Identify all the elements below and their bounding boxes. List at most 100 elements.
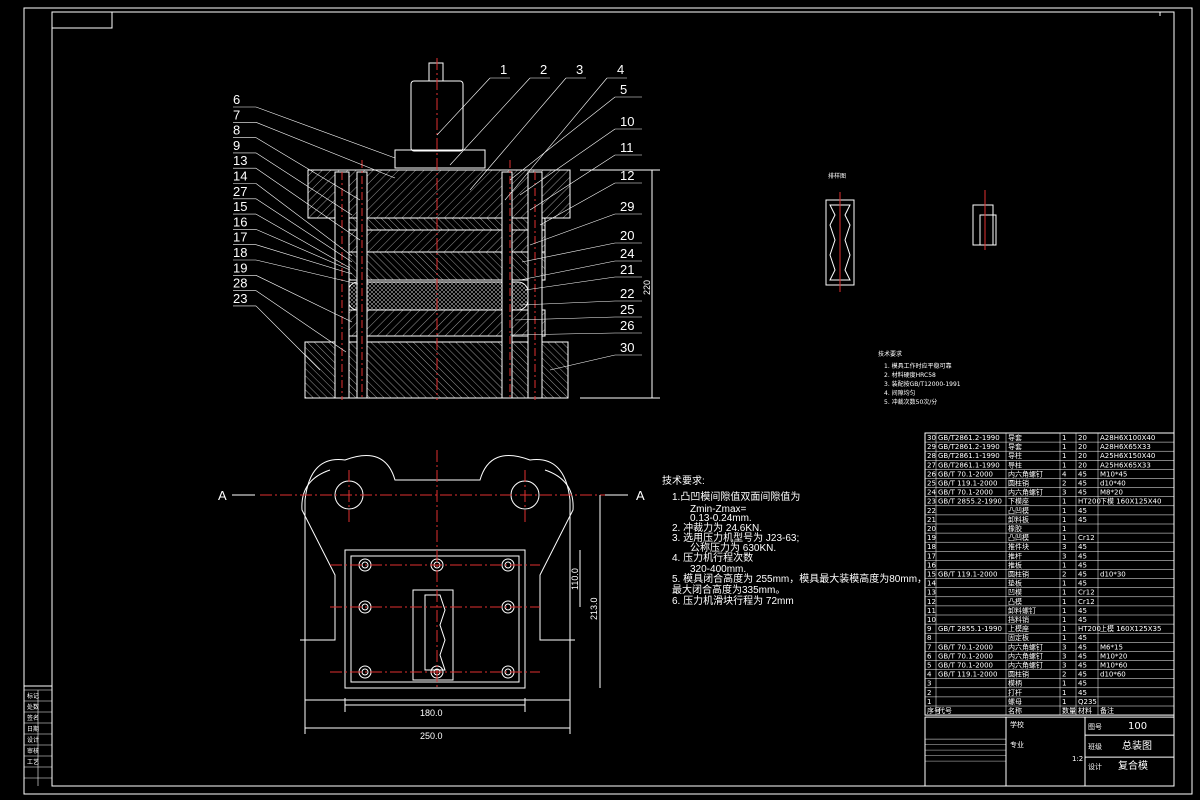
balloon-30: 30 [620, 340, 634, 355]
bom-header-cell: 名称 [1008, 706, 1022, 715]
balloon-8: 8 [233, 123, 240, 138]
bom-cell: 12 [927, 598, 936, 606]
bom-cell: M10*45 [1100, 470, 1127, 478]
bom-cell: 29 [927, 443, 936, 451]
bom-cell: 1 [1062, 525, 1066, 533]
bom-cell: 2 [1062, 480, 1066, 488]
balloon-11: 11 [620, 140, 634, 155]
bom-cell: 10 [927, 616, 936, 624]
balloon-10: 10 [620, 114, 634, 129]
bom-cell: 1 [1062, 434, 1066, 442]
tech-line: 5. 模具闭合高度为 255mm，模具最大装模高度为80mm， [672, 572, 927, 585]
bom-cell: 下模 160X125X40 [1100, 497, 1161, 506]
bom-cell: 垫板 [1008, 579, 1022, 588]
class-label: 班级 [1088, 742, 1102, 751]
upper-die-seat [307, 169, 571, 219]
bom-cell: 螺母 [1008, 697, 1022, 706]
balloon-15: 15 [233, 199, 247, 214]
bom-cell: HT200 [1078, 498, 1101, 506]
bom-cell: GB/T 70.1-2000 [938, 652, 993, 660]
bom-cell: 20 [1078, 434, 1087, 442]
small-notes-title: 技术要求 [878, 350, 902, 358]
tech-line: 320-400mm. [690, 564, 746, 575]
design-label: 设计 [1088, 762, 1102, 771]
bom-cell: 25 [927, 480, 936, 488]
dim-213: 213.0 [589, 597, 599, 620]
section-view: 2 20 [304, 58, 660, 400]
drawing-no-label: 图号 [1088, 723, 1102, 731]
bom-cell: 8 [927, 634, 931, 642]
bom-cell: 6 [927, 652, 932, 660]
bom-cell: 内六角螺钉 [1008, 469, 1043, 478]
major-label: 专业 [1010, 740, 1024, 749]
bom-cell: 内六角螺钉 [1008, 661, 1043, 670]
tech-line: 3. 选用压力机型号为 J23-63; [672, 531, 799, 544]
bom-cell: 18 [927, 543, 936, 551]
bom-cell: 3 [1062, 662, 1066, 670]
dim-250: 250.0 [420, 731, 443, 741]
bom-cell: 凸凹模 [1008, 533, 1029, 542]
balloon-2: 2 [540, 62, 547, 77]
bom-cell: 45 [1078, 489, 1087, 497]
bom-cell: Q235 [1078, 698, 1097, 706]
bom-cell: M8*20 [1100, 489, 1123, 497]
school-label: 学校 [1010, 720, 1024, 729]
tech-line: Zmin-Zmax= [690, 504, 747, 515]
balloon-5: 5 [620, 82, 627, 97]
balloon-19: 19 [233, 260, 247, 275]
plan-view [300, 455, 575, 701]
bom-cell: Cr12 [1078, 534, 1095, 542]
balloon-24: 24 [620, 246, 634, 261]
bom-cell: 45 [1078, 470, 1087, 478]
balloon-9: 9 [233, 138, 240, 153]
balloon-25: 25 [620, 302, 634, 317]
left-strip-label: 设计 [27, 736, 39, 744]
bom-cell: 5 [927, 662, 931, 670]
bom-cell: 2 [1062, 571, 1066, 579]
bom-cell: 上模 160X125X35 [1100, 624, 1161, 633]
bom-cell: 导柱 [1008, 451, 1022, 460]
strip-title: 排样图 [828, 172, 846, 180]
bom-cell: 卸料板 [1008, 515, 1029, 524]
bom-cell: 3 [1062, 643, 1066, 651]
bom-cell: 3 [927, 680, 931, 688]
balloon-1: 1 [500, 62, 507, 77]
tech-line: 4. 压力机行程次数 [672, 551, 753, 564]
bom-cell: 15 [927, 571, 936, 579]
bom-cell: 26 [927, 470, 936, 478]
die-name: 复合模 [1118, 759, 1148, 772]
bom-cell: GB/T 119.1-2000 [938, 671, 997, 679]
left-strip-label: 审核 [27, 747, 39, 755]
bom-cell: 45 [1078, 616, 1087, 624]
bom-cell: 打杆 [1008, 688, 1022, 697]
bom-cell: M6*15 [1100, 643, 1123, 651]
bom-cell: 22 [927, 507, 936, 515]
rubber-spring [347, 281, 529, 311]
bom-cell: d10*60 [1100, 671, 1126, 679]
bom-cell: Cr12 [1078, 598, 1095, 606]
balloon-20: 20 [620, 228, 634, 243]
bom-cell: 16 [927, 561, 936, 569]
bom-cell: 1 [1062, 689, 1066, 697]
bom-cell: 1 [1062, 634, 1066, 642]
tech-title: 技术要求: [662, 474, 705, 487]
bom-cell: 45 [1078, 571, 1087, 579]
die-plate [339, 251, 546, 281]
bom-cell: 1 [1062, 607, 1066, 615]
punch-plate [339, 229, 546, 253]
bom-cell: 2 [1062, 671, 1066, 679]
bom-cell: 21 [927, 516, 936, 524]
svg-text:A: A [218, 488, 227, 503]
bom-cell: 45 [1078, 652, 1087, 660]
bom-cell: 20 [1078, 452, 1087, 460]
bom-cell: 3 [1062, 552, 1066, 560]
bom-cell: 45 [1078, 552, 1087, 560]
bom-cell: 1 [1062, 516, 1066, 524]
scale: 1:2 [1072, 755, 1083, 763]
bom-cell: 45 [1078, 680, 1087, 688]
balloon-4: 4 [617, 62, 624, 77]
balloon-26: 26 [620, 318, 634, 333]
